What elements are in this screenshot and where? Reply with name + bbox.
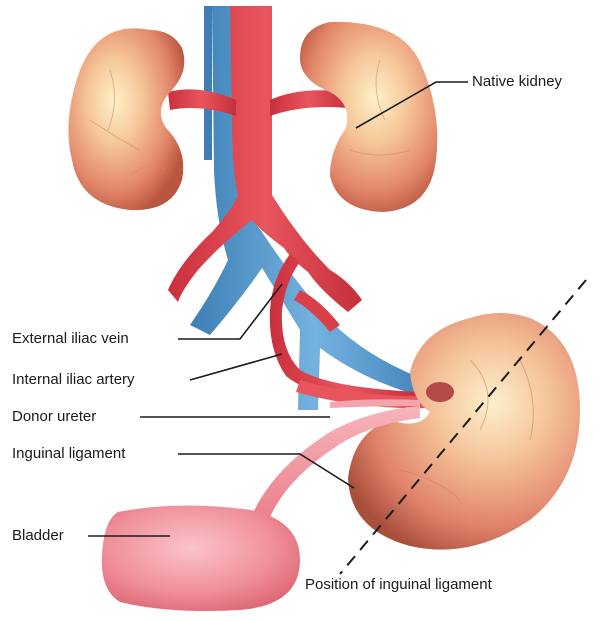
label-internal-iliac-artery: Internal iliac artery [12, 371, 135, 389]
leader-internal-iliac-artery [190, 354, 282, 380]
label-inguinal-ligament: Inguinal ligament [12, 445, 125, 463]
leader-inguinal-ligament [178, 454, 354, 488]
native-kidney-right [300, 22, 437, 212]
label-native-kidney: Native kidney [472, 73, 562, 91]
donor-kidney [348, 313, 580, 550]
label-external-iliac-vein: External iliac vein [12, 330, 129, 348]
label-bladder: Bladder [12, 527, 64, 545]
label-position-of-inguinal-ligament: Position of inguinal ligament [305, 576, 492, 594]
label-donor-ureter: Donor ureter [12, 408, 96, 426]
native-kidney-left [68, 28, 184, 210]
